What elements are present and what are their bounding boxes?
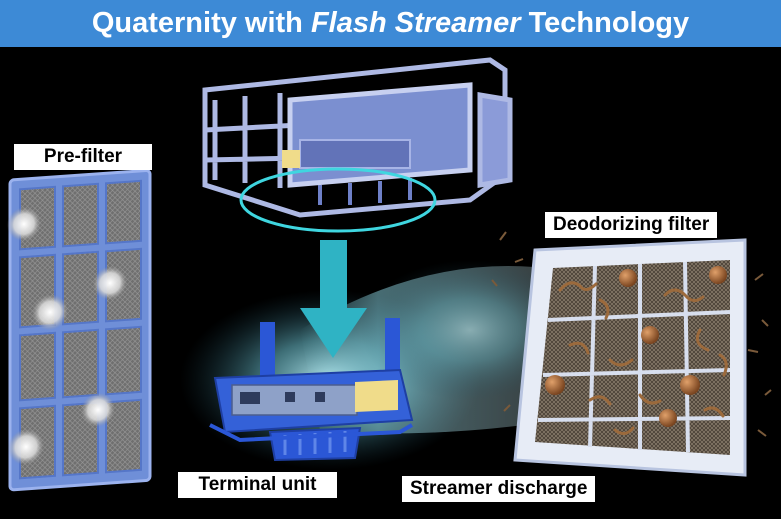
title-part-1: Quaternity with [91,7,311,39]
scene-illustration [7,57,772,492]
highlight-ellipse [239,167,437,233]
down-arrow [300,240,367,358]
deodorizing-filter-label: Deodorizing filter [545,212,718,238]
title-part-3: Technology [520,7,690,39]
streamer-discharge-label: Streamer discharge [402,476,596,502]
prefilter-label: Pre-filter [14,144,152,170]
page-title: Quaternity with Flash Streamer Technolog… [0,0,781,47]
terminal-unit-illustration [209,318,414,462]
terminal-unit-label: Terminal unit [178,472,337,498]
debris-particles [491,231,772,437]
deodorizing-filter-illustration [513,238,747,477]
title-part-2: Flash Streamer [310,7,521,39]
prefilter-illustration [7,168,152,492]
streamer-housing-illustration [202,57,513,218]
